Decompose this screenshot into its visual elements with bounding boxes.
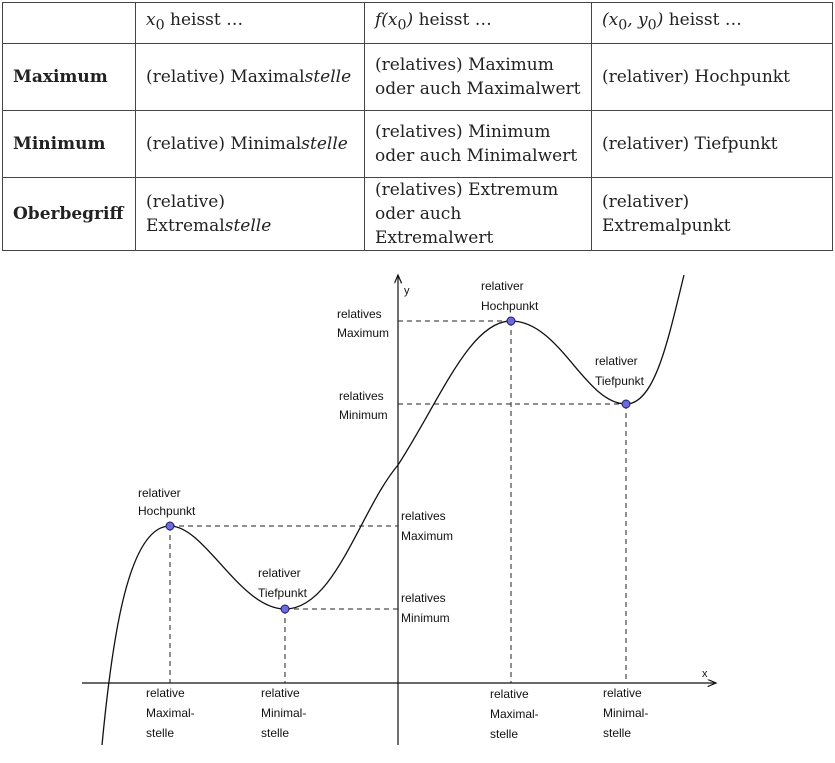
label-line: stelle — [261, 726, 289, 740]
label-line: Hochpunkt — [138, 504, 196, 518]
label-line: relatives — [339, 389, 384, 403]
cell-stelle-text: (relative) Minimal — [146, 134, 302, 154]
cell-stelle-italic: stelle — [301, 134, 348, 154]
cell-stelle: (relative) Minimalstelle — [135, 110, 365, 178]
label-right-max-point: relativer Hochpunkt — [481, 279, 539, 313]
header-point-text: heisst … — [663, 10, 742, 31]
label-line: relatives — [337, 307, 382, 321]
label-line: relativer — [258, 566, 301, 580]
cell-wert-line1: (relatives) Extremum — [375, 180, 559, 200]
label-line: Minimal- — [261, 706, 306, 720]
header-point-sub-b: 0 — [647, 17, 657, 34]
label-line: Tiefpunkt — [595, 374, 645, 388]
x-axis-label: x — [702, 668, 708, 680]
label-x-max-left: relative Maximal- stelle — [146, 686, 198, 740]
label-line: stelle — [146, 726, 174, 740]
cell-stelle: (relative) Maximalstelle — [135, 43, 365, 111]
header-point: (x0, y0) heisst … — [591, 2, 833, 44]
label-line: relativer — [595, 354, 638, 368]
point-left-min — [280, 604, 290, 614]
cell-stelle-italic: stelle — [224, 216, 272, 236]
label-y-rel-min-right: relatives Minimum — [401, 591, 450, 625]
cell-stelle-text: (relative) Maximal — [146, 67, 305, 87]
cell-punkt: (relativer) Tiefpunkt — [591, 110, 833, 178]
cell-wert-line2: oder auch Extremalwert — [375, 204, 494, 248]
label-line: Maximum — [337, 326, 389, 340]
cell-wert-line1: (relatives) Minimum — [375, 122, 551, 142]
row-label: Minimum — [2, 110, 136, 178]
label-line: stelle — [603, 726, 631, 740]
cell-punkt: (relativer) Hochpunkt — [591, 43, 833, 111]
header-fx0-close: ) — [406, 10, 414, 31]
label-line: Tiefpunkt — [258, 586, 308, 600]
label-x-max-right: relative Maximal- stelle — [490, 687, 542, 741]
cell-wert-line2: oder auch Maximalwert — [375, 79, 581, 99]
header-fx0-sub: 0 — [397, 17, 407, 34]
label-y-rel-max-left: relatives Maximum — [337, 307, 389, 340]
label-line: stelle — [490, 727, 518, 741]
label-y-rel-min-left: relatives Minimum — [339, 389, 388, 422]
point-left-max — [165, 521, 175, 531]
table-row-minimum: Minimum (relative) Minimalstelle (relati… — [2, 110, 833, 178]
point-right-max — [506, 316, 516, 326]
cell-wert-line2: oder auch Minimalwert — [375, 146, 578, 166]
cell-stelle: (relative) Extremalstelle — [135, 177, 365, 251]
extrema-table: x0 heisst … f(x0) heisst … (x0, y0) heis… — [2, 2, 833, 251]
cell-stelle-text: (relative) Extremal — [146, 192, 225, 236]
table-row-oberbegriff: Oberbegriff (relative) Extremalstelle (r… — [2, 177, 833, 251]
header-x0-sub: 0 — [155, 17, 165, 34]
header-point-math-a: (x — [602, 10, 619, 31]
label-left-max-point: relativer Hochpunkt — [138, 486, 196, 518]
label-line: relative — [490, 687, 529, 701]
cell-stelle-italic: stelle — [304, 67, 352, 87]
row-label: Oberbegriff — [2, 177, 136, 251]
header-fx0-math: f(x — [375, 10, 398, 31]
label-line: relatives — [401, 509, 446, 523]
label-y-rel-max-right: relatives Maximum — [401, 509, 453, 543]
label-line: relatives — [401, 591, 446, 605]
label-line: Hochpunkt — [481, 299, 539, 313]
header-point-math-b: , y — [627, 10, 648, 31]
function-curve — [101, 274, 685, 746]
cell-wert: (relatives) Minimum oder auch Minimalwert — [364, 110, 592, 178]
header-fx0-text: heisst … — [413, 10, 492, 31]
header-point-close: ) — [656, 10, 664, 31]
label-left-min-point: relativer Tiefpunkt — [258, 566, 308, 600]
header-x0-math: x — [146, 10, 156, 31]
cell-wert: (relatives) Extremum oder auch Extremalwe… — [364, 177, 592, 251]
header-point-sub-a: 0 — [618, 17, 628, 34]
label-line: Maximum — [401, 529, 453, 543]
label-line: relativer — [138, 486, 181, 500]
label-right-min-point: relativer Tiefpunkt — [595, 354, 645, 388]
label-line: relative — [146, 686, 185, 700]
cell-punkt: (relativer) Extremalpunkt — [591, 177, 833, 251]
label-line: relativer — [481, 279, 524, 293]
y-axis-label: y — [404, 285, 410, 297]
cell-wert: (relatives) Maximum oder auch Maximalwert — [364, 43, 592, 111]
label-line: Maximal- — [146, 706, 195, 720]
header-fx0: f(x0) heisst … — [364, 2, 592, 44]
point-right-min — [621, 399, 631, 409]
table-row-maximum: Maximum (relative) Maximalstelle (relati… — [2, 43, 833, 111]
label-line: relative — [261, 686, 300, 700]
label-x-min-left: relative Minimal- stelle — [261, 686, 310, 740]
label-line: Minimal- — [603, 706, 648, 720]
label-x-min-right: relative Minimal- stelle — [603, 686, 652, 740]
guide-lines — [169, 320, 627, 683]
label-line: Minimum — [339, 408, 388, 422]
cell-wert-line1: (relatives) Maximum — [375, 55, 554, 75]
label-line: relative — [603, 686, 642, 700]
label-line: Minimum — [401, 611, 450, 625]
label-line: Maximal- — [490, 707, 539, 721]
header-x0-text: heisst … — [164, 10, 244, 31]
